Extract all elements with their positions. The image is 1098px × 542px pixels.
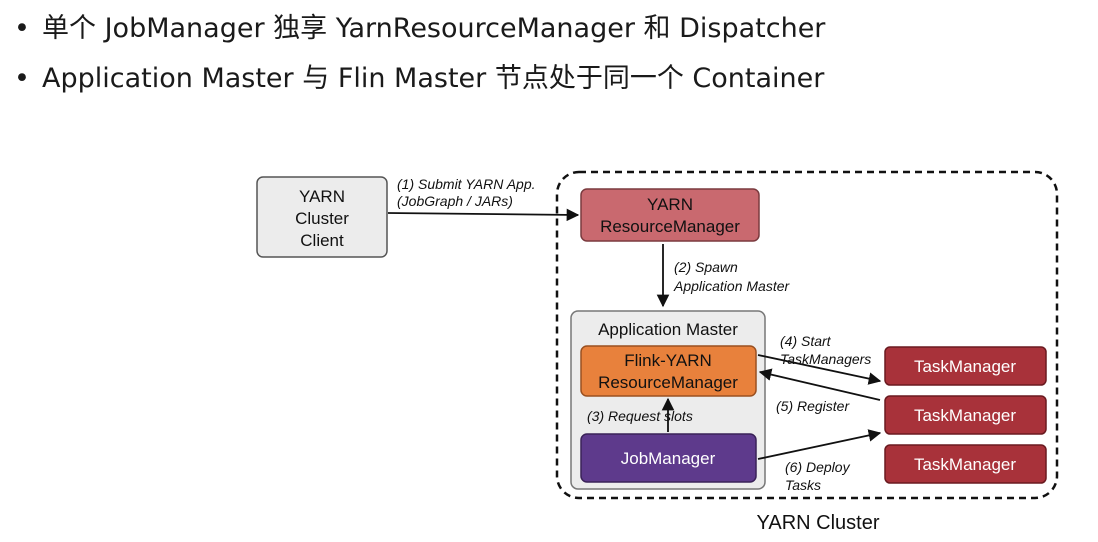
client-label-line: Client — [300, 231, 344, 250]
bullet-text: Application Master 与 Flin Master 节点处于同一个… — [42, 63, 825, 94]
step6-label-line: (6) Deploy — [785, 459, 851, 475]
yarn-cluster-border — [555, 170, 1059, 500]
flink-rm-label-line: Flink-YARN — [624, 351, 712, 370]
arrow-start-taskmanagers — [757, 354, 882, 385]
yarn-rm-label-line: YARN — [647, 195, 693, 214]
step6-label-line: Tasks — [785, 477, 821, 493]
jobmanager-box: JobManager — [580, 433, 757, 483]
yarn-rm-label-line: ResourceManager — [600, 217, 740, 236]
taskmanager-box-1: TaskManager — [884, 346, 1047, 386]
taskmanager-box-shape — [884, 444, 1047, 484]
client-box-shape — [256, 176, 388, 258]
arrow-register — [758, 368, 881, 401]
step4-label-line: (4) Start — [780, 333, 832, 349]
step5-label: (5) Register — [776, 398, 850, 414]
client-label-line: Cluster — [295, 209, 349, 228]
taskmanager-label: TaskManager — [914, 455, 1016, 474]
yarn-rm-box-shape — [580, 188, 760, 242]
step1-label-line: (1) Submit YARN App. — [397, 176, 536, 192]
flink-rm-label-line: ResourceManager — [598, 373, 738, 392]
taskmanager-box-shape — [884, 395, 1047, 435]
taskmanager-label: TaskManager — [914, 357, 1016, 376]
app-master-title: Application Master — [598, 320, 738, 339]
step2-label-line: (2) Spawn — [674, 259, 738, 275]
bullet-text: 单个 JobManager 独享 YarnResourceManager 和 D… — [42, 13, 826, 44]
jobmanager-label: JobManager — [621, 449, 716, 468]
jobmanager-box-shape — [580, 433, 757, 483]
step3-label: (3) Request slots — [587, 408, 693, 424]
flink-yarn-resourcemanager-box: Flink-YARN ResourceManager — [580, 345, 757, 397]
taskmanager-box-2: TaskManager — [884, 395, 1047, 435]
step1-label-line: (JobGraph / JARs) — [397, 193, 513, 209]
taskmanager-box-3: TaskManager — [884, 444, 1047, 484]
bullet-marker: • — [14, 63, 30, 94]
yarn-cluster-client-box: YARN Cluster Client — [256, 176, 388, 258]
arrow-deploy-tasks — [757, 429, 882, 460]
arrow-submit — [387, 208, 580, 222]
yarn-resourcemanager-box: YARN ResourceManager — [580, 188, 760, 242]
bullet-item-2: • Application Master 与 Flin Master 节点处于同一… — [14, 62, 824, 96]
client-label-line: YARN — [299, 187, 345, 206]
flink-rm-box-shape — [580, 345, 757, 397]
step2-label-line: Application Master — [673, 278, 791, 294]
bullet-item-1: • 单个 JobManager 独享 YarnResourceManager 和 … — [14, 12, 825, 46]
taskmanager-box-shape — [884, 346, 1047, 386]
taskmanager-label: TaskManager — [914, 406, 1016, 425]
bullet-marker: • — [14, 13, 30, 44]
step4-label-line: TaskManagers — [780, 351, 871, 367]
yarn-cluster-label: YARN Cluster — [757, 512, 880, 534]
